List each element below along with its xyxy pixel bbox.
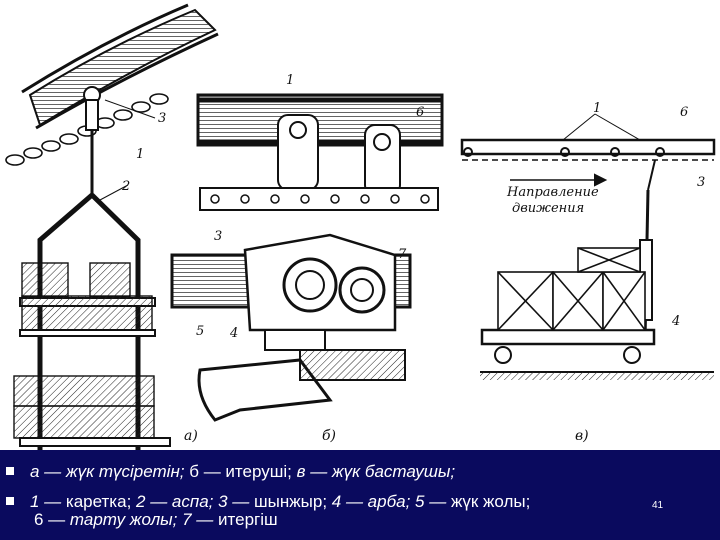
caption-item: 6 —: [34, 510, 70, 529]
callout-b-1: 1: [286, 73, 294, 88]
caption-panel-c: в — жүк бастаушы;: [296, 462, 456, 481]
callout-c-1: 1: [593, 101, 601, 116]
panel-label-b: б): [322, 428, 336, 444]
callout-c-3: 3: [697, 175, 705, 190]
callout-a-1: 1: [136, 147, 144, 162]
callout-b-4: 4: [229, 326, 238, 341]
caption-item: тарту жолы;: [69, 510, 183, 529]
conveyor-illustration: 3 1 2 а) 1 6 3 7 5 4: [5, 3, 716, 450]
caption-panel-a: а — жүк түсіретін;: [30, 462, 190, 481]
caption-line-1: а — жүк түсіретін; б — итеруші; в — жүк …: [6, 462, 455, 482]
caption-item: 4 — арба; 5 —: [331, 492, 451, 511]
crates-a: [13, 262, 155, 439]
direction-label-line2: движения: [512, 201, 584, 216]
callout-c-4: 4: [671, 314, 680, 329]
caption-item: шынжыр;: [254, 492, 332, 511]
callout-c-6: 6: [680, 105, 688, 120]
panel-a-overhead-conveyor: [5, 3, 219, 450]
callout-b-7: 7: [398, 247, 407, 262]
caption-panel-b: б — итеруші;: [189, 462, 297, 481]
panel-c-cargo-conveyor: [460, 138, 716, 380]
caption-item: 2 — аспа; 3 —: [136, 492, 255, 511]
bullet-icon: [6, 497, 14, 505]
caption-line-2: 1 — каретка; 2 — аспа; 3 — шынжыр; 4 — а…: [6, 492, 530, 512]
callout-b-3: 3: [214, 229, 222, 244]
page-number: 41: [652, 500, 664, 511]
caption-bar: а — жүк түсіретін; б — итеруші; в — жүк …: [0, 450, 720, 540]
callout-a-3: 3: [158, 111, 166, 126]
callout-b-5: 5: [196, 324, 204, 339]
chain-a: [5, 93, 169, 166]
caption-item: жүк жолы;: [450, 492, 531, 511]
panel-label-c: в): [575, 428, 589, 444]
bullet-icon: [6, 467, 14, 475]
callout-b-6: 6: [416, 105, 424, 120]
panel-b-pusher-conveyor: [170, 93, 444, 422]
panel-label-a: а): [184, 428, 198, 444]
caption-item: 1 —: [30, 492, 66, 511]
caption-item: 7 —: [182, 510, 219, 529]
caption-line-3: 6 — тарту жолы; 7 — итергіш: [34, 510, 278, 530]
crates-c: [497, 247, 646, 331]
caption-item: каретка;: [65, 492, 137, 511]
caption-item: итергіш: [218, 510, 278, 529]
direction-label-line1: Направление: [506, 185, 599, 200]
